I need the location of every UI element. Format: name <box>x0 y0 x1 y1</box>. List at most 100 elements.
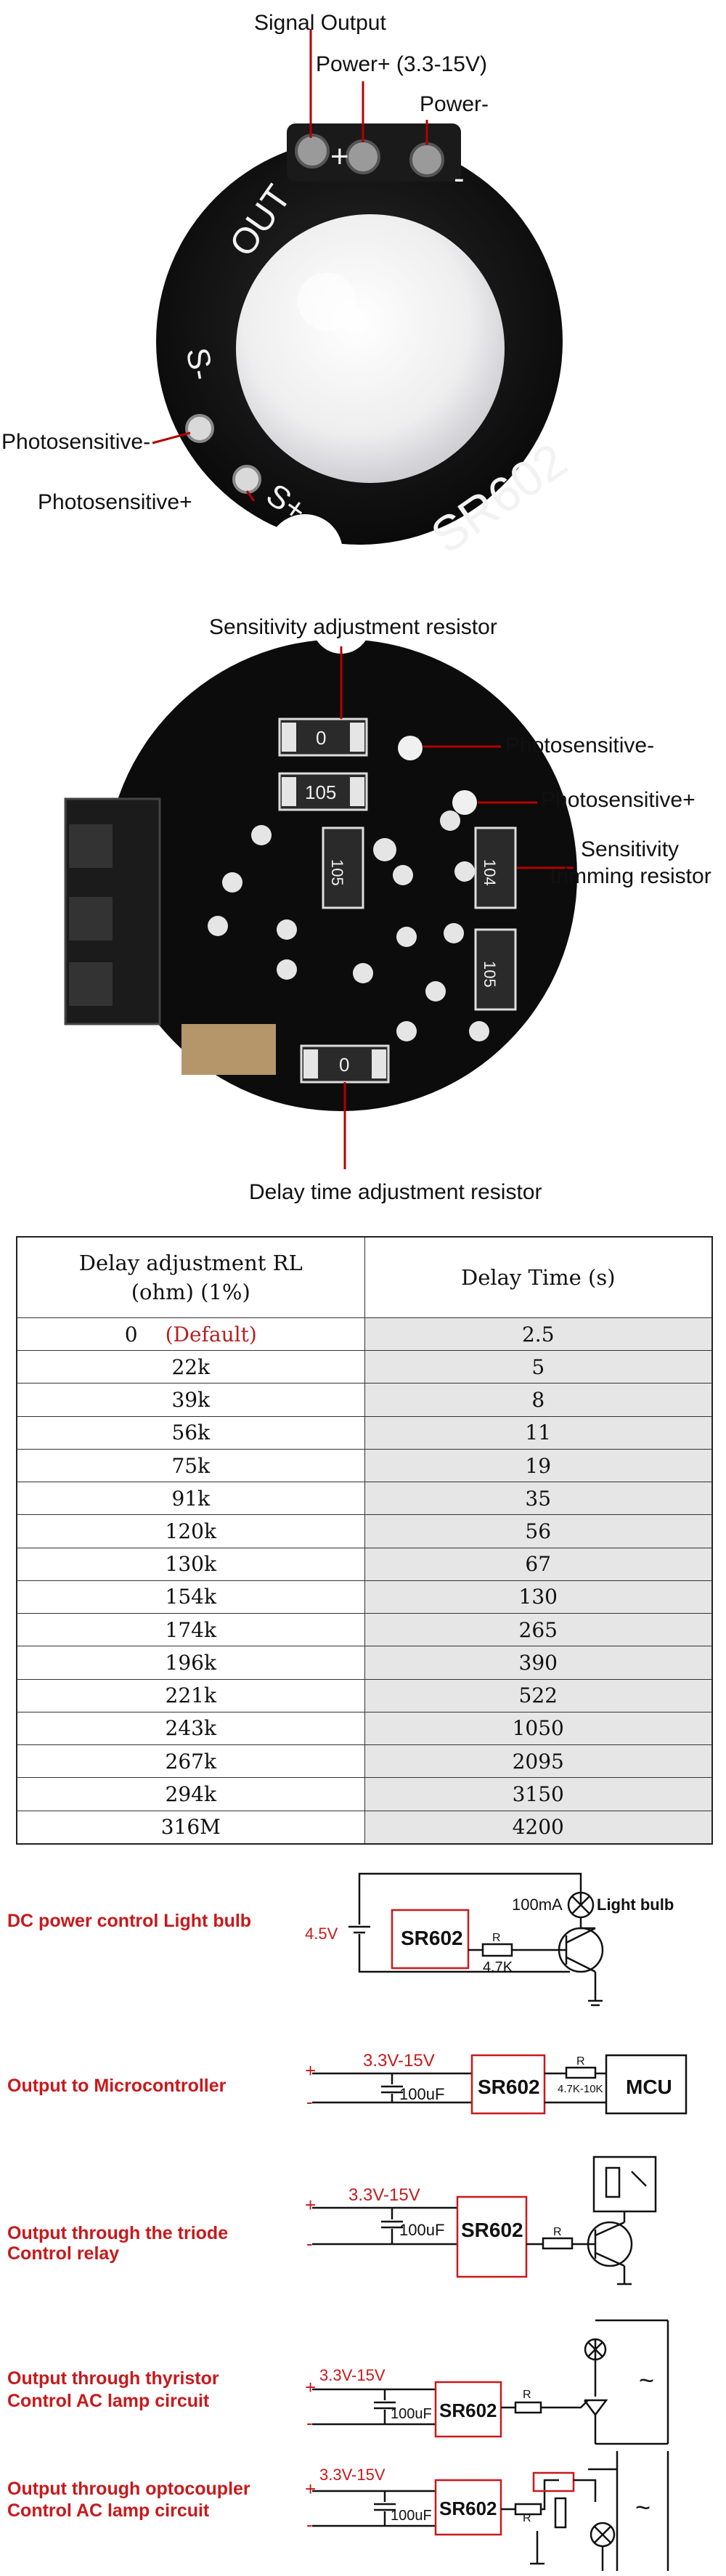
module-front-photo: OUT SR602 S- S+ + - Signal Output Power+… <box>0 0 726 596</box>
cell-delay-time: 5 <box>364 1350 713 1384</box>
c4-r-label: R <box>523 2389 531 2401</box>
delay-table: Delay adjustment RL (ohm) (1%) Delay Tim… <box>16 1236 713 1845</box>
cell-delay-time: 56 <box>364 1514 713 1548</box>
c5-ac: ~ <box>635 2492 650 2522</box>
c3-plus: + <box>305 2194 316 2216</box>
c2-voltage: 3.3V-15V <box>363 2051 435 2071</box>
resistance-value: 243k <box>165 1716 216 1741</box>
c2-mcu: MCU <box>626 2076 672 2098</box>
header-left-line1: Delay adjustment RL <box>78 1251 303 1275</box>
c3-cap: 100uF <box>399 2221 444 2239</box>
smd-code-105a: 105 <box>305 781 336 803</box>
c5-plus: + <box>305 2478 316 2500</box>
c5-cap: 100uF <box>391 2508 432 2524</box>
cell-delay-time: 35 <box>364 1482 713 1516</box>
label-back-photosensitive-plus: Photosensitive+ <box>541 788 696 812</box>
circuit1-title: DC power control Light bulb <box>7 1911 252 1931</box>
resistance-value: 75k <box>171 1453 211 1478</box>
c1-module: SR602 <box>401 1927 463 1949</box>
cell-delay-time: 8 <box>364 1383 713 1417</box>
c1-lamp: Light bulb <box>597 1896 674 1914</box>
c2-cap: 100uF <box>399 2085 444 2103</box>
c4-voltage: 3.3V-15V <box>319 2366 386 2384</box>
c3-r-label: R <box>553 2226 562 2238</box>
pin-power-minus <box>409 142 444 177</box>
cell-resistance: 267k <box>16 1744 365 1779</box>
label-photosensitive-minus: Photosensitive- <box>1 430 151 454</box>
circuit2-diagram: 3.3V-15V + - 100uF SR602 R 4.7K-10K MCU <box>305 2051 688 2115</box>
c1-current: 100mA <box>512 1896 563 1914</box>
cell-resistance: 174k <box>16 1613 365 1647</box>
silk-minus: - <box>454 161 465 196</box>
silk-plus: + <box>330 139 349 174</box>
c4-cap: 100uF <box>391 2406 432 2422</box>
module-back-image: 0 105 105 104 105 0 <box>64 596 577 1198</box>
smd-code-105b: 105 <box>328 859 346 886</box>
circuit2-title: Output to Microcontroller <box>7 2076 227 2096</box>
circuit5-diagram: 3.3V-15V + - 100uF SR602 R ~ <box>305 2451 669 2571</box>
resistance-value: 22k <box>171 1354 211 1379</box>
c5-minus: - <box>306 2514 313 2535</box>
table-row: 0(Default)2.5 <box>16 1317 713 1352</box>
c5-module: SR602 <box>439 2498 497 2519</box>
label-sensitivity-trimming-2: trimming resistor <box>550 864 711 888</box>
table-row: 154k 130 <box>16 1580 713 1614</box>
c5-r-label: R <box>523 2512 531 2524</box>
label-power-minus: Power- <box>420 92 489 116</box>
back-photo-minus-pad <box>398 736 423 760</box>
circuit3-title-1: Output through the triode <box>7 2223 229 2243</box>
circuit4-diagram: 3.3V-15V + - 100uF SR602 R ~ <box>305 2319 669 2445</box>
label-photosensitive-plus: Photosensitive+ <box>38 490 192 514</box>
smd-r-105b <box>322 826 364 909</box>
resistance-value: 154k <box>165 1585 216 1609</box>
smd-code-0b: 0 <box>339 1054 349 1076</box>
c1-voltage: 4.5V <box>305 1925 338 1943</box>
resistance-value: 39k <box>171 1388 211 1413</box>
c2-minus: - <box>306 2091 313 2113</box>
c4-plus: + <box>305 2376 316 2398</box>
resistance-value: 196k <box>165 1650 216 1675</box>
table-row: 120k 56 <box>16 1514 713 1548</box>
smd-code-104: 104 <box>481 859 499 886</box>
circuit5-title-2: Control AC lamp circuit <box>7 2500 210 2521</box>
smd-code-0a: 0 <box>316 727 326 749</box>
cell-delay-time: 2095 <box>364 1744 713 1779</box>
c4-module: SR602 <box>439 2400 497 2421</box>
header-left-line2: (ohm) (1%) <box>131 1280 250 1304</box>
resistance-value: 120k <box>165 1519 216 1544</box>
cell-delay-time: 19 <box>364 1448 713 1483</box>
module-front-image: OUT SR602 S- S+ + - <box>152 29 664 590</box>
table-row: 243k 1050 <box>16 1711 713 1746</box>
cell-delay-time: 130 <box>364 1580 713 1614</box>
module-back-photo: 0 105 105 104 105 0 Sensitivity adjustme… <box>0 596 726 1235</box>
cell-resistance: 56k <box>16 1415 365 1450</box>
cell-delay-time: 1050 <box>364 1711 713 1746</box>
resistance-value: 316M <box>160 1815 221 1840</box>
c2-plus: + <box>305 2060 316 2081</box>
c3-voltage: 3.3V-15V <box>348 2185 420 2205</box>
cell-delay-time: 265 <box>364 1613 713 1647</box>
cell-delay-time: 67 <box>364 1547 713 1581</box>
pin-power-plus <box>346 139 380 174</box>
resistance-value: 267k <box>165 1749 216 1773</box>
table-row: 39k 8 <box>16 1383 713 1417</box>
cell-resistance: 75k <box>16 1448 365 1483</box>
smd-r-104 <box>474 826 517 909</box>
circuit1-diagram: 4.5V SR602 R 4.7K 100mA Light bulb <box>305 1872 674 2007</box>
label-power-plus: Power+ (3.3-15V) <box>316 52 487 76</box>
label-signal-output: Signal Output <box>254 11 386 35</box>
resistance-value: 0 <box>124 1322 138 1346</box>
resistance-value: 294k <box>165 1781 216 1806</box>
smd-r-105c <box>474 928 517 1011</box>
resistance-value: 91k <box>171 1486 211 1511</box>
c2-r-label: R <box>576 2055 585 2068</box>
circuit5-title-1: Output through optocoupler <box>7 2479 250 2499</box>
c1-r-label: R <box>492 1932 501 1944</box>
cell-resistance: 221k <box>16 1678 365 1712</box>
